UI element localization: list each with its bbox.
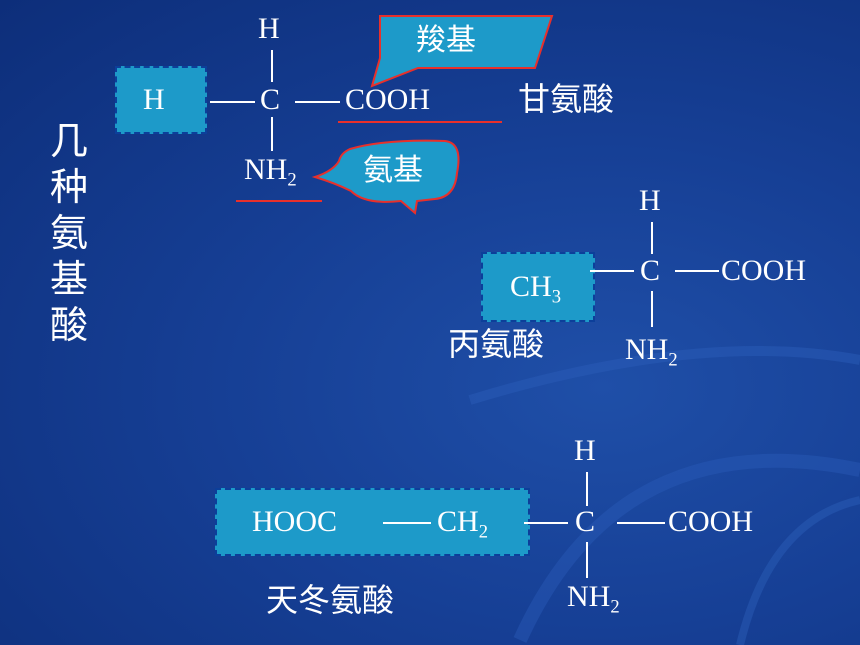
carboxyl-callout: 羧基 (416, 23, 476, 58)
aspartic-cooh: COOH (668, 505, 754, 538)
alanine-bond-top (651, 222, 653, 254)
carboxyl-callout-shape (370, 15, 554, 88)
alanine-bond-right (675, 270, 719, 272)
glycine-bond-right (295, 101, 340, 103)
aspartic-bond-right (617, 522, 665, 524)
aspartic-bond-left (524, 522, 568, 524)
glycine-carbon: C (260, 83, 281, 116)
aspartic-name: 天冬氨酸 (266, 581, 395, 619)
glycine-r-group-box (115, 66, 207, 134)
aspartic-r-part2: CH2 (437, 505, 488, 543)
aspartic-r-group-box (215, 488, 530, 556)
aspartic-carbon: C (575, 505, 596, 538)
alanine-carbon: C (640, 254, 661, 287)
glycine-name: 甘氨酸 (518, 80, 615, 118)
page-title: 几种氨基酸 (49, 119, 88, 347)
glycine-nh2-underline (236, 200, 322, 202)
aspartic-bond-r-inner (383, 522, 431, 524)
glycine-nh2: NH2 (244, 153, 297, 191)
aspartic-h-top: H (574, 434, 596, 467)
alanine-bond-bottom (651, 291, 653, 327)
amino-callout: 氨基 (363, 153, 423, 188)
alanine-cooh: COOH (721, 254, 807, 287)
aspartic-nh2: NH2 (567, 580, 620, 618)
aspartic-r-part1: HOOC (252, 505, 338, 538)
aspartic-bond-bottom (586, 542, 588, 578)
glycine-bond-top (271, 50, 273, 82)
alanine-r-group-box (481, 252, 595, 322)
alanine-r-group: CH3 (510, 270, 561, 308)
glycine-h-top: H (258, 12, 280, 45)
glycine-cooh-underline (338, 121, 502, 123)
aspartic-bond-top (586, 472, 588, 506)
alanine-name: 丙氨酸 (448, 325, 545, 363)
glycine-cooh: COOH (345, 83, 431, 116)
glycine-bond-left (210, 101, 255, 103)
alanine-bond-left (590, 270, 634, 272)
glycine-bond-bottom (271, 117, 273, 151)
alanine-h-top: H (639, 184, 661, 217)
amino-callout-shape (311, 139, 460, 215)
alanine-nh2: NH2 (625, 333, 678, 371)
glycine-r-group: H (143, 83, 165, 116)
